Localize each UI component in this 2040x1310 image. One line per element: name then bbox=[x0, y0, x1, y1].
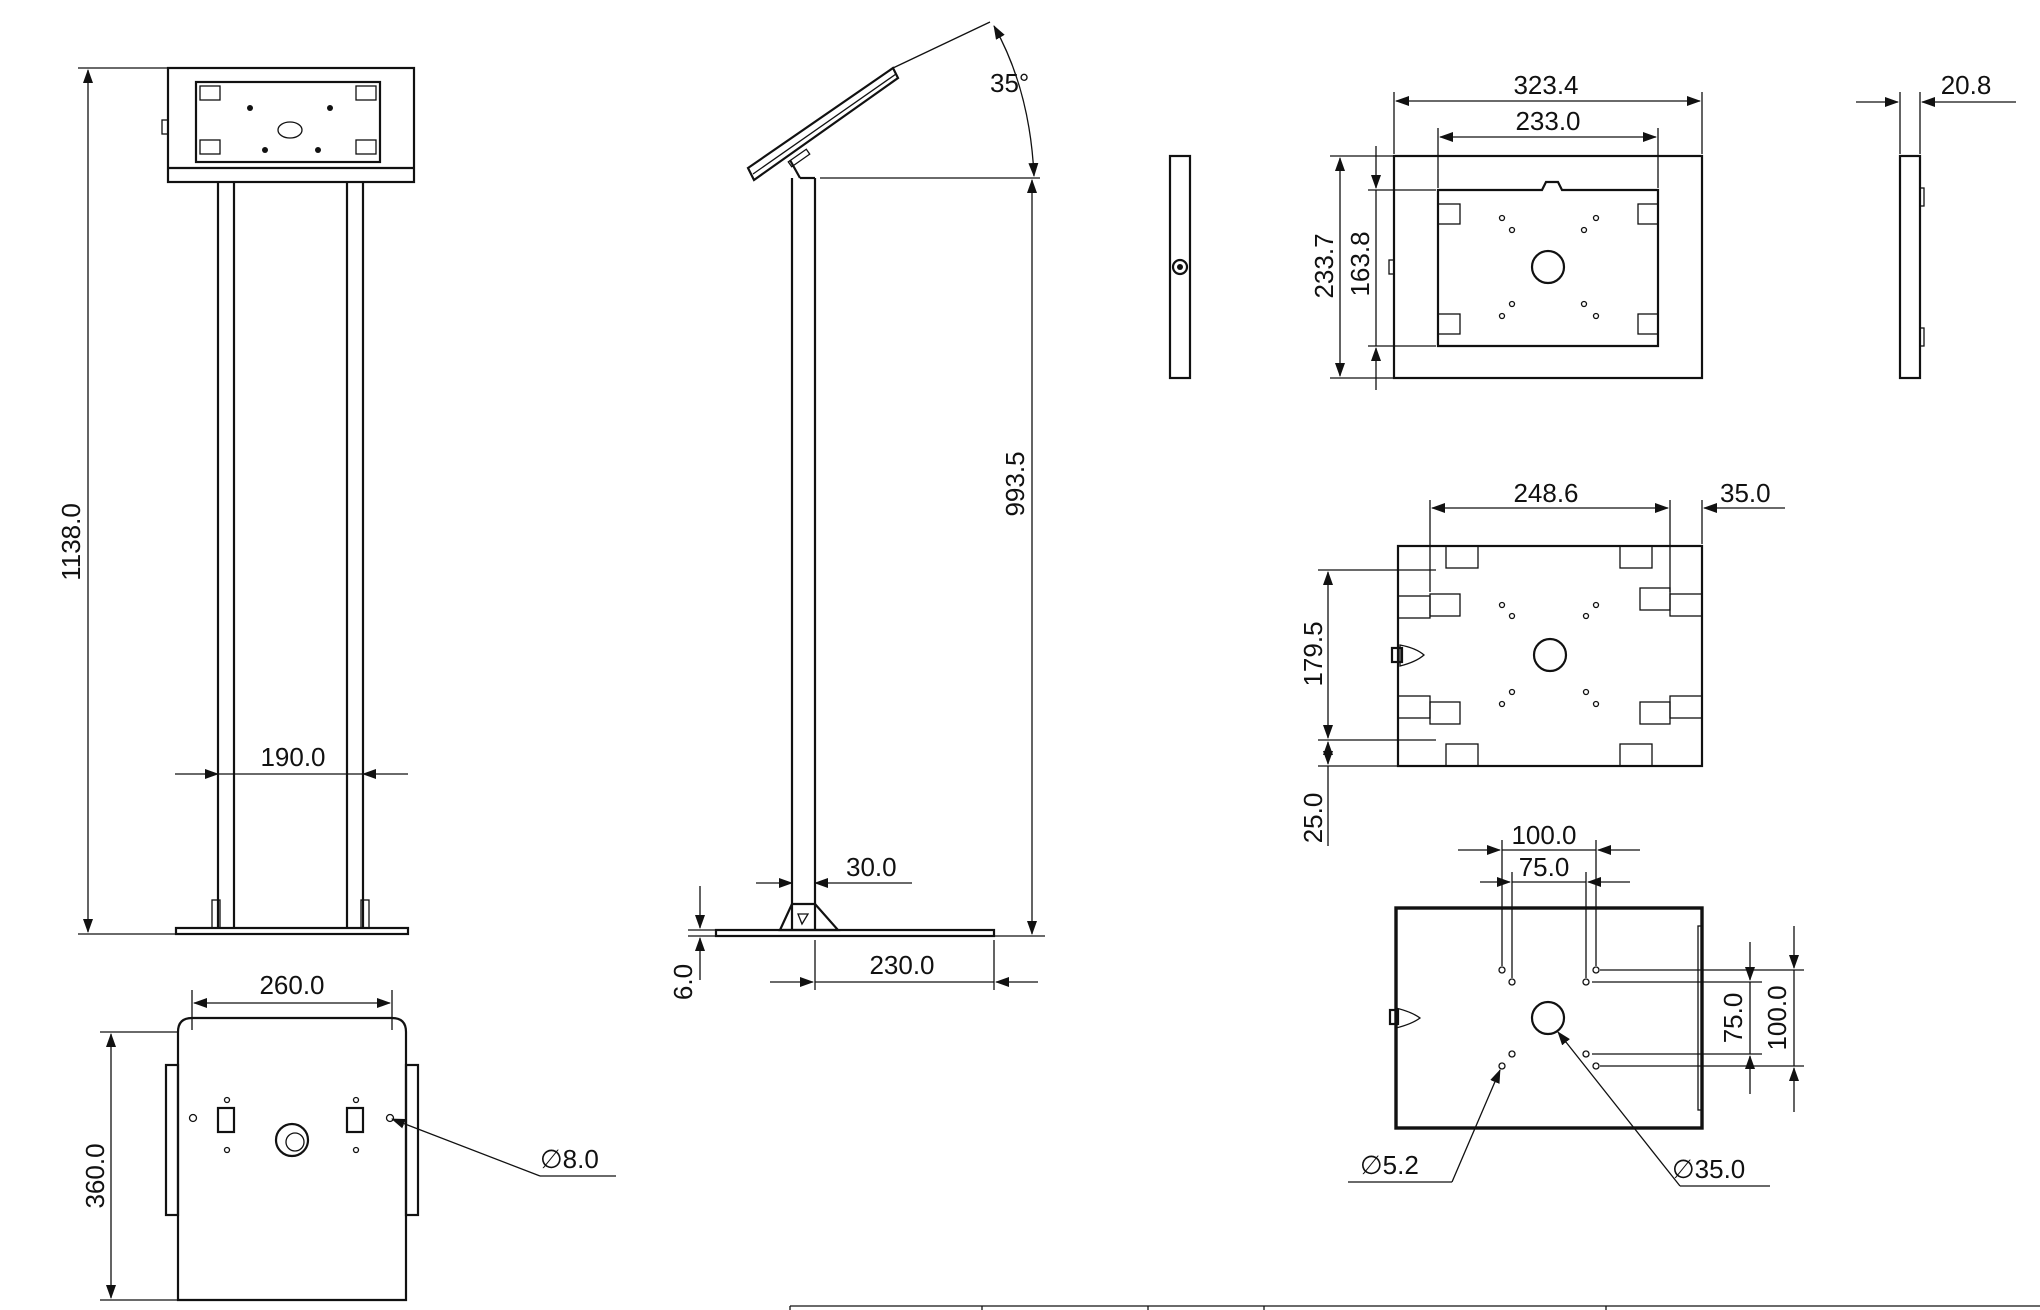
dim-mount-edge: 35.0 bbox=[1720, 478, 1771, 508]
dim-vesa-center-hole: ∅35.0 bbox=[1672, 1154, 1745, 1184]
dim-vesa-v-inner: 75.0 bbox=[1718, 993, 1748, 1044]
dim-enclosure-height: 233.7 bbox=[1309, 233, 1339, 298]
dim-vesa-inner: 75.0 bbox=[1519, 852, 1570, 882]
dim-front-inner-width: 190.0 bbox=[260, 742, 325, 772]
dim-vesa-screw-hole: ∅5.2 bbox=[1360, 1150, 1419, 1180]
front-view: 1138.0 190.0 bbox=[56, 66, 416, 936]
mounting-plate-view: 248.6 35.0 179.5 25.0 bbox=[1298, 478, 1785, 846]
mounting-plate-outline bbox=[1396, 544, 1704, 768]
enclosure-profile-right: 20.8 bbox=[1856, 70, 2016, 380]
base-view: 260.0 360.0 ∅8.0 bbox=[80, 970, 616, 1302]
dim-mount-bottom: 25.0 bbox=[1298, 793, 1328, 844]
dim-side-pole-height: 993.5 bbox=[1000, 451, 1030, 516]
dim-enclosure-width: 323.4 bbox=[1513, 70, 1578, 100]
base-cable-hole bbox=[274, 1122, 310, 1158]
front-tablet-opening bbox=[194, 80, 382, 164]
dim-side-pole-width: 30.0 bbox=[846, 852, 897, 882]
vesa-back-view: 100.0 75.0 75.0 100.0 ∅5.2 ∅35.0 bbox=[1348, 820, 1804, 1187]
front-base-plate bbox=[174, 926, 410, 936]
vesa-center-hole bbox=[1530, 1000, 1566, 1036]
dim-front-height: 1138.0 bbox=[56, 503, 86, 581]
enclosure-window bbox=[1436, 180, 1660, 348]
dim-mount-height: 179.5 bbox=[1298, 621, 1328, 686]
side-foot-bracket bbox=[778, 902, 841, 932]
side-base-plate bbox=[714, 928, 996, 938]
title-block-edge bbox=[789, 1305, 2040, 1310]
enclosure-profile-left bbox=[1168, 154, 1192, 380]
dim-vesa-outer: 100.0 bbox=[1511, 820, 1576, 850]
side-view: 35° 993.5 30.0 6.0 230.0 bbox=[668, 21, 1045, 1000]
dim-side-angle: 35° bbox=[990, 68, 1029, 98]
dim-vesa-v-outer: 100.0 bbox=[1762, 985, 1792, 1050]
dim-base-width: 260.0 bbox=[259, 970, 324, 1000]
dim-enclosure-depth: 20.8 bbox=[1941, 70, 1992, 100]
dim-mount-width: 248.6 bbox=[1513, 478, 1578, 508]
dim-enclosure-inner-width: 233.0 bbox=[1515, 106, 1580, 136]
dim-side-base-thickness: 6.0 bbox=[668, 964, 698, 1000]
front-enclosure bbox=[166, 66, 416, 184]
enclosure-front-view: 323.4 233.0 233.7 163.8 bbox=[1309, 70, 1704, 390]
side-enclosure-tilted bbox=[746, 66, 900, 182]
dim-base-depth: 360.0 bbox=[80, 1143, 110, 1208]
dim-enclosure-inner-height: 163.8 bbox=[1345, 231, 1375, 296]
vesa-back-outline bbox=[1394, 906, 1704, 1130]
dim-base-hole: ∅8.0 bbox=[540, 1144, 599, 1174]
base-plate-outline bbox=[176, 1016, 408, 1302]
dim-side-base-length: 230.0 bbox=[869, 950, 934, 980]
